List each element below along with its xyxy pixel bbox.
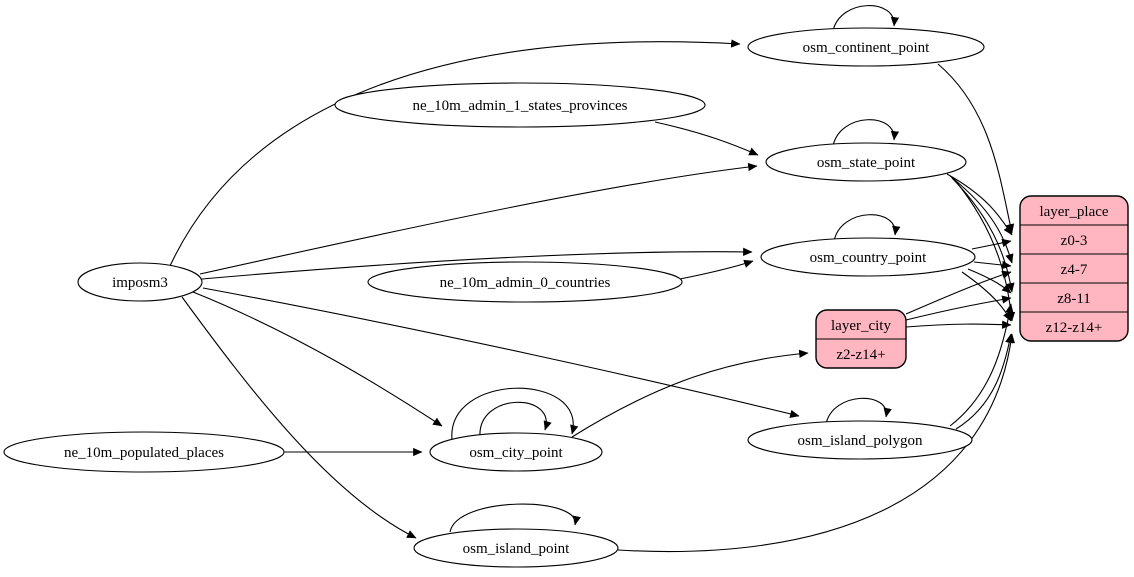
- edge-osm_continent_point-z0-3: [937, 63, 1015, 234]
- imposm3-label: imposm3: [112, 275, 168, 291]
- osm-continent-point-label: osm_continent_point: [803, 40, 930, 56]
- osm-country-point-shape: [760, 237, 976, 277]
- edge-loop-osm_island_point: [449, 503, 581, 533]
- ne-10m-admin-1-states-provinces-label: ne_10m_admin_1_states_provinces: [413, 98, 628, 114]
- edge-loop-inner-osm_city_point: [479, 401, 552, 438]
- ne-10m-populated-places-label: ne_10m_populated_places: [64, 445, 224, 461]
- layer-city-row-z2-z14: z2-z14+: [836, 347, 885, 363]
- osm-island-point-label: osm_island_point: [463, 541, 571, 557]
- node-osm-continent-point: osm_continent_point: [747, 27, 985, 67]
- edge-loop-osm_state_point: [832, 119, 900, 147]
- osm-state-point-shape: [765, 142, 967, 182]
- edge-imposm3-osm_island_polygon: [202, 287, 800, 418]
- edge-loop-osm_country_point: [833, 214, 901, 242]
- node-ne-10m-admin-1-states-provinces: ne_10m_admin_1_states_provinces: [334, 82, 706, 128]
- edge-osm_country_point-z0-3: [971, 238, 1012, 250]
- node-osm-state-point: osm_state_point: [765, 142, 967, 182]
- edge-osm_island_polygon-z12-z14: [955, 333, 1014, 430]
- osm-continent-point-shape: [747, 27, 985, 67]
- edge-imposm3-osm_island_point: [181, 296, 417, 539]
- node-osm-city-point: osm_city_point: [429, 432, 603, 472]
- imposm3-shape: [77, 262, 203, 302]
- edge-osm_state_point-z0-3: [946, 173, 1013, 236]
- ne-10m-admin-1-states-provinces-shape: [334, 82, 706, 128]
- osm-island-polygon-shape: [747, 420, 973, 460]
- edge-ne_countries-osm_country_point: [679, 259, 754, 280]
- edge-imposm3-osm_continent_point: [169, 39, 741, 267]
- node-osm-country-point: osm_country_point: [760, 237, 976, 277]
- edge-osm_state_point-z8-11: [951, 177, 1015, 293]
- edge-loop-osm_island_polygon: [825, 397, 892, 425]
- edge-osm_country_point-z8-11: [967, 268, 1012, 294]
- edge-osm_country_point-z12-z14: [961, 271, 1012, 322]
- node-osm-island-polygon: osm_island_polygon: [747, 420, 973, 460]
- layer-place-row-z0-3: z0-3: [1061, 233, 1088, 249]
- record-layer-city: layer_city z2-z14+: [815, 309, 907, 369]
- edge-loop-outer-osm_city_point: [451, 387, 579, 441]
- layer-place-shape: [1019, 195, 1129, 342]
- edge-osm_country_point-z4-7: [973, 260, 1012, 270]
- osm-city-point-shape: [429, 432, 603, 472]
- edge-osm_state_point-z4-7: [949, 175, 1014, 264]
- edge-imposm3-osm_country_point: [201, 247, 753, 280]
- edge-osm_island_point-z12-z14: [617, 333, 1016, 553]
- osm-city-point-label: osm_city_point: [469, 445, 563, 461]
- node-ne-10m-populated-places: ne_10m_populated_places: [3, 431, 285, 473]
- layer-place-row-z4-7: z4-7: [1061, 262, 1088, 278]
- node-ne-10m-admin-0-countries: ne_10m_admin_0_countries: [367, 261, 683, 303]
- osm-island-polygon-label: osm_island_polygon: [797, 433, 923, 449]
- layer-place-title: layer_place: [1039, 204, 1108, 220]
- layer-place-row-z12-z14: z12-z14+: [1046, 320, 1103, 336]
- edge-imposm3-osm_city_point: [192, 291, 443, 427]
- node-imposm3: imposm3: [77, 262, 203, 302]
- layer-city-title: layer_city: [831, 318, 891, 334]
- node-osm-island-point: osm_island_point: [413, 528, 619, 568]
- edge-layer_city-z12-z14: [905, 320, 1012, 329]
- edges: [169, 5, 1016, 553]
- edge-imposm3-osm_state_point: [199, 162, 758, 275]
- ne-10m-admin-0-countries-shape: [367, 261, 683, 303]
- edge-osm_island_polygon-z8-11: [949, 303, 1014, 427]
- osm-country-point-label: osm_country_point: [810, 250, 927, 266]
- edge-layer_city-z4-7: [905, 270, 1012, 315]
- record-layer-place: layer_place z0-3 z4-7 z8-11 z12-z14+: [1019, 195, 1129, 342]
- osm-island-point-shape: [413, 528, 619, 568]
- edge-layer_city-z8-11: [905, 295, 1012, 321]
- osm-state-point-label: osm_state_point: [817, 155, 916, 171]
- edge-loop-osm_continent_point: [832, 5, 900, 32]
- ne-10m-admin-0-countries-label: ne_10m_admin_0_countries: [440, 275, 611, 291]
- edge-ne_states-osm_state_point: [654, 121, 759, 156]
- edge-osm_city_point-layer_city: [571, 349, 809, 438]
- layer-place-row-z8-11: z8-11: [1057, 291, 1091, 307]
- ne-10m-populated-places-shape: [3, 431, 285, 473]
